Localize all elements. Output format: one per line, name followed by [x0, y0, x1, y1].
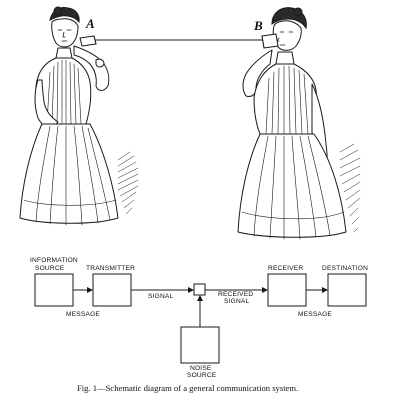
transmitter-label: TRANSMITTER — [86, 265, 135, 272]
information-source-label-line1: INFORMATION — [30, 257, 78, 264]
communication-schematic: INFORMATION SOURCE TRANSMITTER RECEIVER … — [30, 257, 368, 379]
receiver-block: RECEIVER — [267, 265, 307, 307]
arrow-noise-to-channel-head — [197, 295, 203, 301]
arrow-source-to-transmitter-head — [87, 287, 93, 293]
receiver-box — [267, 273, 307, 307]
arrow-receiver-to-destination-head — [322, 287, 328, 293]
received-signal-label-line1: RECEIVED — [218, 291, 253, 298]
woman-a-figure — [19, 6, 119, 226]
arrow-channel-to-receiver-head — [262, 287, 268, 293]
noise-source-block: NOISE SOURCE — [180, 326, 220, 379]
tin-can-telephone-illustration: A B — [19, 6, 361, 240]
destination-label: DESTINATION — [322, 265, 368, 272]
received-signal-label-line2: SIGNAL — [224, 298, 250, 305]
message-left-label: MESSAGE — [66, 311, 100, 318]
information-source-block: INFORMATION SOURCE — [30, 257, 78, 307]
signal-arrows — [73, 287, 328, 327]
receiver-label: RECEIVER — [268, 265, 303, 272]
transmitter-box — [92, 273, 132, 307]
arrow-transmitter-to-channel-head — [188, 287, 194, 293]
figure-caption: Fig. 1—Schematic diagram of a general co… — [77, 383, 298, 393]
noise-source-label-line1: NOISE — [190, 365, 212, 372]
noise-source-label-line2: SOURCE — [187, 372, 217, 379]
woman-b-figure — [237, 7, 347, 240]
information-source-label-line2: SOURCE — [35, 265, 65, 272]
hatching-shadows — [117, 143, 361, 233]
destination-block: DESTINATION — [322, 265, 368, 307]
transmitter-block: TRANSMITTER — [86, 265, 135, 307]
message-right-label: MESSAGE — [298, 311, 332, 318]
channel-node-box — [193, 283, 206, 296]
label-a: A — [85, 16, 95, 31]
label-b: B — [253, 18, 263, 33]
information-source-box — [34, 273, 74, 307]
signal-label: SIGNAL — [148, 293, 174, 300]
destination-box — [327, 273, 367, 307]
noise-source-box — [180, 326, 220, 364]
